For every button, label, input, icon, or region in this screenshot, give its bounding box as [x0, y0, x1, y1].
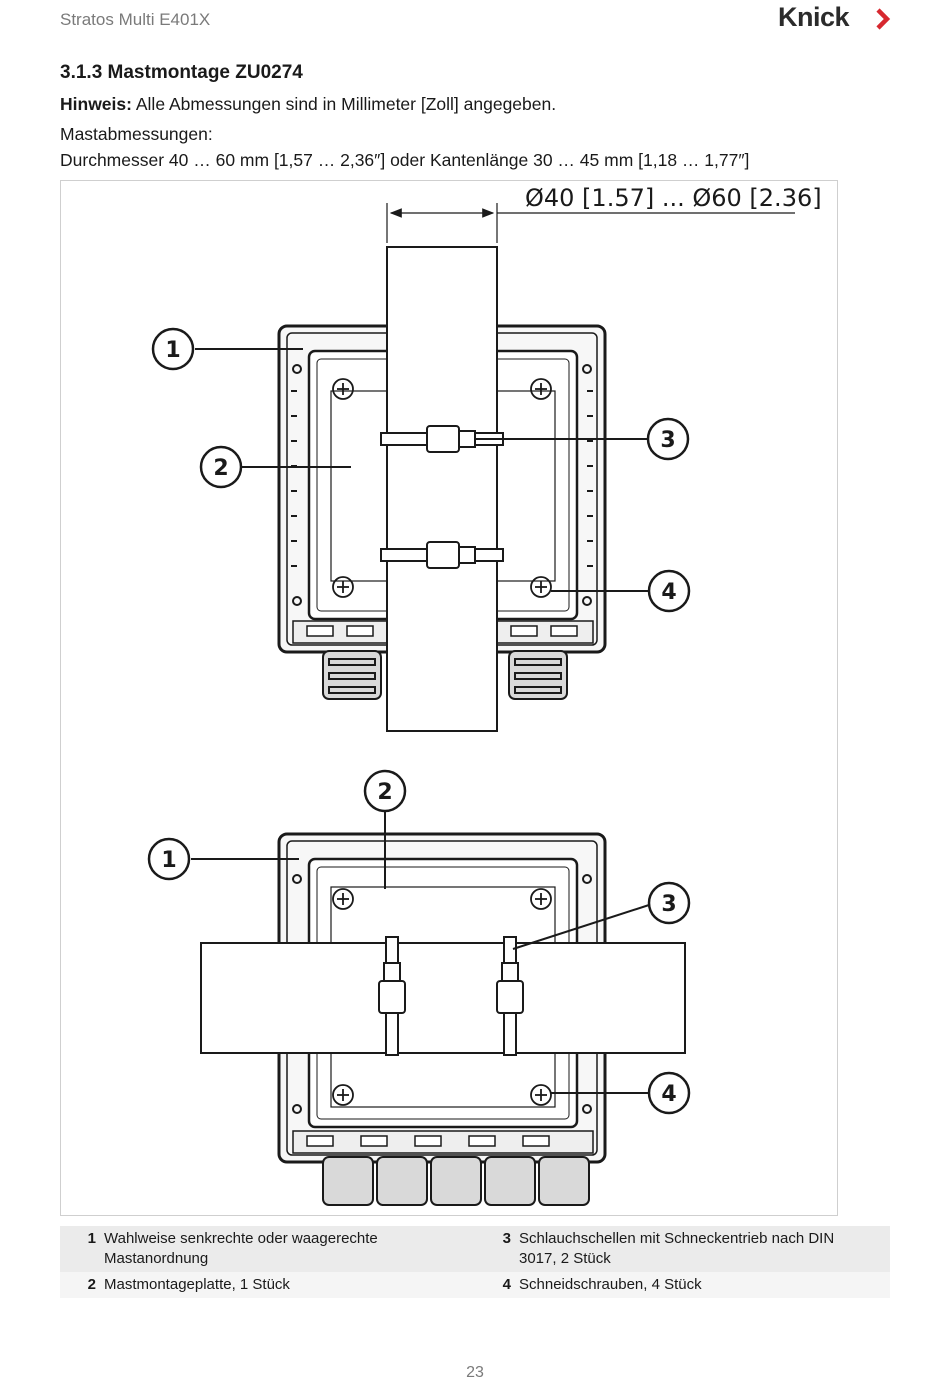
mounting-drawing: Ø40 [1.57] ... Ø60 [2.36] 1 2 3 4: [147, 184, 822, 1206]
svg-text:3: 3: [661, 892, 676, 917]
legend-text: Wahlweise senkrechte oder waagerechte Ma…: [104, 1230, 378, 1267]
section-title: 3.1.3 Mastmontage ZU0274: [60, 62, 303, 83]
legend-row: 2 Mastmontageplatte, 1 Stück 4 Schneidsc…: [60, 1272, 890, 1298]
vertical-mount-drawing: [195, 203, 795, 732]
mast-dimensions-label: Mastabmessungen:: [60, 124, 213, 144]
legend-item: 4 Schneidschrauben, 4 Stück: [475, 1272, 890, 1298]
legend-row: 1 Wahlweise senkrechte oder waagerechte …: [60, 1226, 890, 1272]
svg-text:1: 1: [165, 338, 180, 363]
note-text: Alle Abmessungen sind in Millimeter [Zol…: [131, 94, 557, 114]
note-label: Hinweis:: [60, 94, 132, 114]
legend-text: Schlauchschellen mit Schneckentrieb nach…: [519, 1230, 835, 1267]
callout-1-bottom: 1: [147, 837, 191, 881]
mast-dimensions-text: Durchmesser 40 … 60 mm [1,57 … 2,36″] od…: [60, 150, 750, 170]
legend-text: Mastmontageplatte, 1 Stück: [104, 1276, 290, 1293]
document-title: Stratos Multi E401X: [60, 10, 211, 29]
knick-logo: Knick: [778, 2, 896, 38]
legend-text: Schneidschrauben, 4 Stück: [519, 1276, 702, 1293]
callout-1-top: 1: [151, 327, 195, 371]
callout-3-bottom: 3: [647, 881, 691, 925]
callout-3-top: 3: [646, 417, 690, 461]
svg-text:4: 4: [661, 1082, 676, 1107]
legend-number: 4: [502, 1276, 511, 1293]
svg-text:2: 2: [377, 780, 392, 805]
callout-2-top: 2: [199, 445, 243, 489]
mounting-figure: Ø40 [1.57] ... Ø60 [2.36] 1 2 3 4: [60, 180, 838, 1216]
svg-text:3: 3: [660, 428, 675, 453]
dimension-label: Ø40 [1.57] ... Ø60 [2.36]: [525, 184, 822, 212]
page-number: 23: [466, 1364, 484, 1381]
svg-text:2: 2: [213, 456, 228, 481]
logo-text: Knick: [778, 2, 850, 32]
legend-number: 1: [87, 1230, 96, 1247]
horizontal-mount-drawing: [191, 811, 686, 1206]
figure-legend: 1 Wahlweise senkrechte oder waagerechte …: [60, 1226, 890, 1298]
legend-number: 3: [502, 1230, 511, 1247]
svg-text:4: 4: [661, 580, 676, 605]
callout-4-top: 4: [647, 569, 691, 613]
legend-item: 3 Schlauchschellen mit Schneckentrieb na…: [475, 1226, 890, 1272]
legend-item: 1 Wahlweise senkrechte oder waagerechte …: [60, 1226, 475, 1272]
callout-4-bottom: 4: [647, 1071, 691, 1115]
note: Hinweis: Alle Abmessungen sind in Millim…: [60, 94, 556, 115]
legend-item: 2 Mastmontageplatte, 1 Stück: [60, 1272, 475, 1298]
chevron-right-icon: [876, 8, 891, 30]
callout-2-bottom: 2: [363, 769, 407, 813]
svg-text:1: 1: [161, 848, 176, 873]
legend-number: 2: [87, 1276, 96, 1293]
